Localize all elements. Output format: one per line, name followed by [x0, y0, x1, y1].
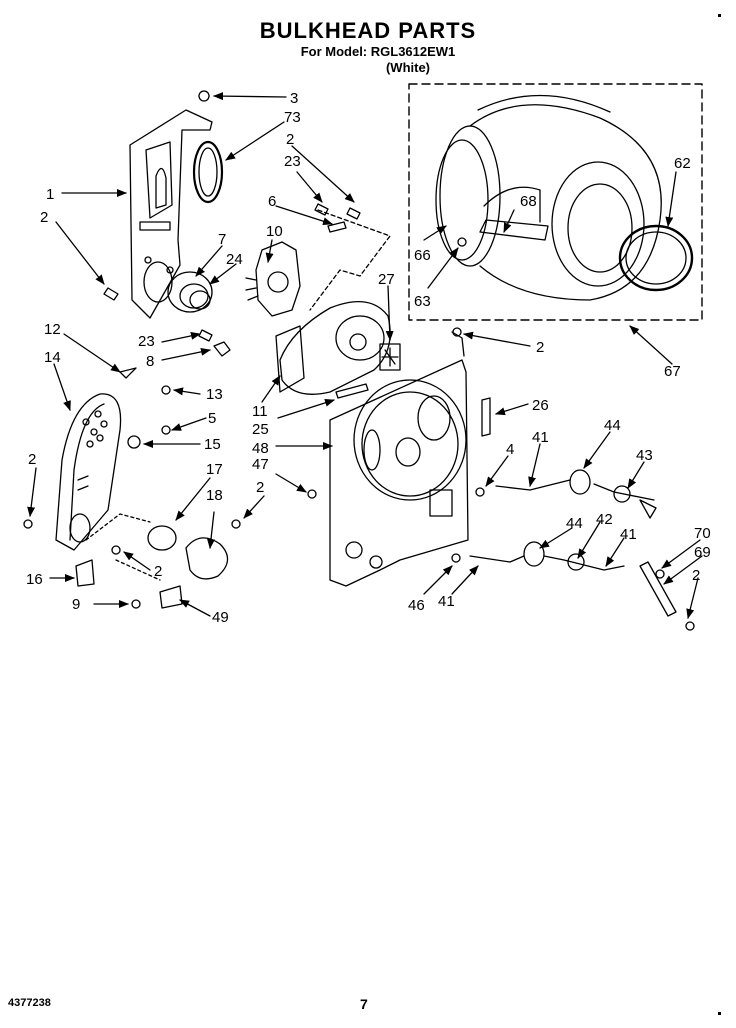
callout-66: 66 — [414, 247, 431, 264]
callout-49: 49 — [212, 609, 229, 626]
part-16 — [75, 559, 95, 587]
callout-5: 5 — [208, 410, 216, 427]
corner-mark — [718, 14, 721, 17]
page-number: 7 — [360, 996, 368, 1012]
callout-44: 44 — [566, 515, 583, 532]
callout-25: 25 — [252, 421, 269, 438]
callout-2: 2 — [536, 339, 544, 356]
callout-labels: 3 73 2 23 1 2 6 10 7 24 27 12 23 14 8 13… — [26, 90, 711, 626]
callout-41: 41 — [438, 593, 455, 610]
callout-14: 14 — [44, 349, 61, 366]
bearing — [167, 271, 213, 313]
callout-23: 23 — [284, 153, 301, 170]
callout-2: 2 — [28, 451, 36, 468]
rear-panel — [129, 109, 213, 319]
front-panel — [55, 393, 122, 551]
blower-wheel — [245, 241, 301, 317]
page-title: BULKHEAD PARTS — [259, 18, 477, 43]
rollers — [469, 469, 677, 617]
part-17 — [147, 525, 177, 551]
callout-67: 67 — [664, 363, 681, 380]
callout-69: 69 — [694, 544, 711, 561]
callout-9: 9 — [72, 596, 80, 613]
callout-1: 1 — [46, 186, 54, 203]
seal-25 — [335, 383, 369, 399]
felt-26 — [481, 397, 491, 437]
callout-2: 2 — [286, 131, 294, 148]
screws — [23, 203, 695, 631]
callout-44: 44 — [604, 417, 621, 434]
part-15 — [127, 435, 141, 449]
callout-7: 7 — [218, 231, 226, 248]
callout-42: 42 — [596, 511, 613, 528]
sensor-27 — [379, 343, 401, 371]
callout-17: 17 — [206, 461, 223, 478]
blower-housing — [275, 301, 391, 395]
callout-2: 2 — [692, 567, 700, 584]
part-49 — [159, 585, 183, 609]
callout-2: 2 — [154, 563, 162, 580]
callout-16: 16 — [26, 571, 43, 588]
part-18 — [185, 537, 229, 580]
callout-10: 10 — [266, 223, 283, 240]
drum-assembly-box — [408, 83, 703, 321]
callout-62: 62 — [674, 155, 691, 172]
callout-41: 41 — [620, 526, 637, 543]
callout-43: 43 — [636, 447, 653, 464]
callout-4: 4 — [506, 441, 514, 458]
callout-3: 3 — [290, 90, 298, 107]
part-8 — [213, 341, 231, 357]
corner-mark — [718, 1012, 721, 1015]
bracket-6 — [327, 221, 347, 233]
callout-47: 47 — [252, 456, 269, 473]
gasket-73 — [192, 140, 224, 204]
front-bulkhead — [329, 331, 469, 587]
callout-8: 8 — [146, 353, 154, 370]
callout-68: 68 — [520, 193, 537, 210]
drum — [435, 94, 694, 301]
wire — [309, 209, 391, 311]
callout-48: 48 — [252, 440, 269, 457]
callout-23: 23 — [138, 333, 155, 350]
screw-3 — [198, 90, 210, 102]
callout-70: 70 — [694, 525, 711, 542]
callout-2: 2 — [40, 209, 48, 226]
callout-6: 6 — [268, 193, 276, 210]
callout-24: 24 — [226, 251, 243, 268]
callout-11: 11 — [252, 403, 268, 420]
callout-27: 27 — [378, 271, 395, 288]
callout-15: 15 — [204, 436, 221, 453]
callout-13: 13 — [206, 386, 223, 403]
callout-26: 26 — [532, 397, 549, 414]
callout-18: 18 — [206, 487, 223, 504]
clip-12 — [119, 367, 137, 379]
color-line: (White) — [385, 60, 431, 75]
callout-63: 63 — [414, 293, 431, 310]
callout-41: 41 — [532, 429, 549, 446]
leader-lines — [27, 92, 703, 619]
drum-seal — [618, 224, 694, 292]
document-part-number: 4377238 — [8, 997, 51, 1009]
callout-12: 12 — [44, 321, 61, 338]
callout-46: 46 — [408, 597, 425, 614]
callout-73: 73 — [284, 109, 301, 126]
model-line: For Model: RGL3612EW1 — [300, 44, 456, 59]
callout-2: 2 — [256, 479, 264, 496]
